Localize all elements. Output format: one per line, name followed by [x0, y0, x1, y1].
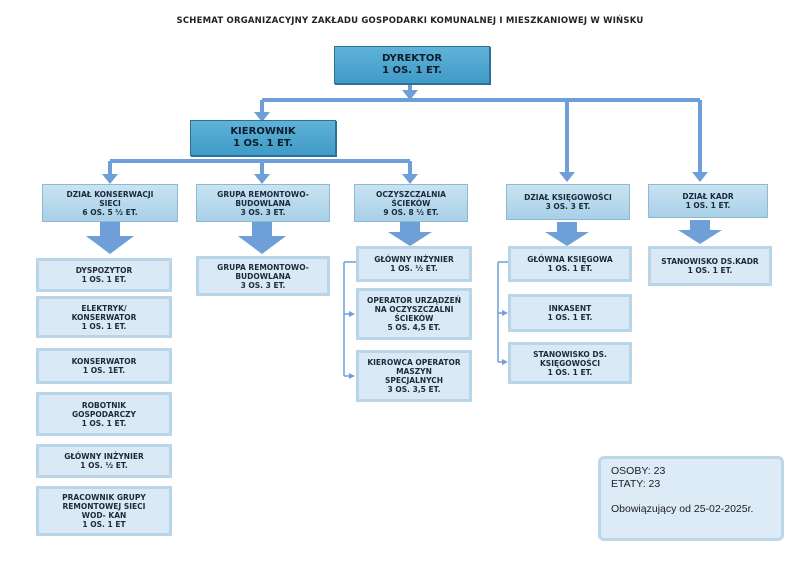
section-line: NA OCZYSZCZALNI — [374, 305, 454, 314]
section-line: 5 OS. 4,5 ET. — [387, 323, 441, 332]
section-line: 1 OS. ½ ET. — [390, 264, 438, 273]
box-kierowca-operator: KIEROWCA OPERATOR MASZYN SPECJALNYCH 3 O… — [356, 350, 472, 402]
arrowhead-oczyszczalnia — [402, 174, 418, 184]
section-line: KSIĘGOWOŚCI — [539, 358, 600, 368]
dept-line: 3 OS. 3 ET. — [545, 202, 591, 211]
big-arrow-ksiegowosc — [545, 222, 589, 246]
box-dyrektor-line: 1 OS. 1 ET. — [382, 65, 442, 76]
section-line: BUDOWLANA — [235, 271, 291, 281]
section-line: 1 OS. 1 ET. — [687, 266, 733, 275]
arrowhead-kierownik — [254, 112, 270, 122]
arrowhead-director — [402, 90, 418, 100]
arrowhead-ksiegowosc — [559, 172, 575, 182]
dept-line: BUDOWLANA — [235, 198, 291, 208]
section-line: 1 OS. 1 ET. — [547, 313, 593, 322]
dept-line: 6 OS. 5 ½ ET. — [82, 207, 138, 217]
box-elektryk-konserwator: ELEKTRYK/ KONSERWATOR 1 OS. 1 ET. — [36, 296, 172, 338]
section-line: REMONTOWEJ SIECI — [62, 502, 146, 511]
section-line: GŁÓWNY INŻYNIER — [374, 255, 454, 264]
box-stanowisko-kadr: STANOWISKO DS.KADR 1 OS. 1 ET. — [648, 246, 772, 286]
box-kierownik: KIEROWNIK 1 OS. 1 ET. — [190, 120, 336, 156]
big-arrow-konserwacja — [86, 222, 134, 254]
box-dzial-ksiegowosci: DZIAŁ KSIĘGOWOŚCI 3 OS. 3 ET. — [506, 184, 630, 220]
box-dyrektor: DYREKTOR 1 OS. 1 ET. — [334, 46, 490, 84]
box-dzial-konserwacji: DZIAŁ KONSERWACJI SIECI 6 OS. 5 ½ ET. — [42, 184, 178, 222]
section-line: STANOWISKO DS. — [533, 349, 607, 359]
section-line: ROBOTNIK — [81, 400, 127, 410]
box-dyspozytor: DYSPOZYTOR 1 OS. 1 ET. — [36, 258, 172, 292]
section-line: STANOWISKO DS.KADR — [661, 257, 759, 266]
box-oczyszczalnia-sciekow: OCZYSZCZALNIA ŚCIEKÓW 9 OS. 8 ½ ET. — [354, 184, 468, 222]
section-line: MASZYN — [396, 367, 432, 376]
section-line: KONSERWATOR — [71, 312, 137, 322]
dept-line: DZIAŁ KSIĘGOWOŚCI — [524, 193, 612, 202]
box-kierownik-line: 1 OS. 1 ET. — [233, 138, 293, 149]
section-line: 1 OS. 1 ET. — [81, 275, 127, 284]
arrowhead-konserwacja — [102, 174, 118, 184]
section-line: ŚCIEKÓW — [394, 314, 434, 323]
dept-line: DZIAŁ KONSERWACJI — [66, 189, 154, 199]
arrowhead-kadry — [692, 172, 708, 182]
section-line: 1 OS. 1ET. — [82, 366, 126, 375]
box-inkasent: INKASENT 1 OS. 1 ET. — [508, 294, 632, 332]
section-line: KONSERWATOR — [71, 357, 137, 366]
dept-line: 9 OS. 8 ½ ET. — [383, 207, 439, 217]
box-kierownik-line: KIEROWNIK — [230, 126, 296, 137]
section-line: GŁÓWNY INŻYNIER — [64, 452, 144, 461]
summary-etaty: ETATY: 23 — [611, 478, 661, 490]
box-pracownik-grupy-remontowej: PRACOWNIK GRUPY REMONTOWEJ SIECI WOD- KA… — [36, 486, 172, 536]
dept-line: ŚCIEKÓW — [391, 198, 431, 208]
section-line: INKASENT — [548, 304, 592, 313]
section-line: KIEROWCA OPERATOR — [367, 358, 461, 367]
box-stanowisko-ksiegowosci: STANOWISKO DS. KSIĘGOWOŚCI 1 OS. 1 ET. — [508, 342, 632, 384]
section-line: ELEKTRYK/ — [81, 303, 127, 313]
dept-line: DZIAŁ KADR — [682, 192, 734, 201]
box-konserwator: KONSERWATOR 1 OS. 1ET. — [36, 348, 172, 384]
section-line: 3 OS. 3,5 ET. — [387, 385, 441, 394]
dept-line: OCZYSZCZALNIA — [376, 189, 446, 199]
big-arrow-remont — [238, 222, 286, 254]
section-line: 1 OS. ½ ET. — [80, 461, 128, 470]
box-robotnik-gospodarczy: ROBOTNIK GOSPODARCZY 1 OS. 1 ET. — [36, 392, 172, 436]
box-grupa-remontowo-budowlana: GRUPA REMONTOWO- BUDOWLANA 3 OS. 3 ET. — [196, 184, 330, 222]
box-dyrektor-line: DYREKTOR — [381, 53, 443, 64]
section-line: PRACOWNIK GRUPY — [62, 493, 146, 502]
dept-line: SIECI — [99, 198, 121, 208]
summary-box: OSOBY: 23 ETATY: 23 Obowiązujący od 25-0… — [598, 456, 784, 541]
box-glowna-ksiegowa: GŁÓWNA KSIĘGOWA 1 OS. 1 ET. — [508, 246, 632, 282]
big-arrow-oczyszczalnia — [388, 222, 432, 246]
section-line: GRUPA REMONTOWO- — [217, 262, 309, 272]
box-grupa-remontowo-budowlana-staff: GRUPA REMONTOWO- BUDOWLANA 3 OS. 3 ET. — [196, 256, 330, 296]
section-line: 1 OS. 1 ET. — [81, 321, 127, 331]
section-line: 1 OS. 1 ET. — [81, 418, 127, 428]
section-line: OPERATOR URZĄDZEŃ — [366, 296, 462, 305]
box-dzial-kadr: DZIAŁ KADR 1 OS. 1 ET. — [648, 184, 768, 218]
dept-line: 3 OS. 3 ET. — [240, 207, 286, 217]
arrowhead-remont — [254, 174, 270, 184]
summary-osoby: OSOBY: 23 — [611, 465, 666, 477]
dept-line: 1 OS. 1 ET. — [685, 201, 731, 210]
section-line: GŁÓWNA KSIĘGOWA — [527, 255, 613, 264]
section-line: 1 OS. 1 ET. — [547, 264, 593, 273]
box-glowny-inzynier-konserwacja: GŁÓWNY INŻYNIER 1 OS. ½ ET. — [36, 444, 172, 478]
section-line: 1 OS. 1 ET. — [547, 367, 593, 377]
section-line: DYSPOZYTOR — [75, 266, 133, 275]
dept-line: GRUPA REMONTOWO- — [217, 189, 309, 199]
section-line: SPECJALNYCH — [384, 376, 444, 385]
section-line: WOD- KAN — [81, 511, 127, 520]
section-line: GOSPODARCZY — [72, 409, 136, 419]
big-arrow-kadry — [678, 220, 722, 244]
summary-valid-from: Obowiązujący od 25-02-2025r. — [611, 503, 754, 515]
section-line: 1 OS. 1 ET — [82, 520, 126, 529]
box-operator-urzadzen: OPERATOR URZĄDZEŃ NA OCZYSZCZALNI ŚCIEKÓ… — [356, 288, 472, 340]
section-line: 3 OS. 3 ET. — [240, 280, 286, 290]
box-glowny-inzynier-oczyszczalnia: GŁÓWNY INŻYNIER 1 OS. ½ ET. — [356, 246, 472, 282]
chart-title: SCHEMAT ORGANIZACYJNY ZAKŁADU GOSPODARKI… — [176, 16, 644, 26]
